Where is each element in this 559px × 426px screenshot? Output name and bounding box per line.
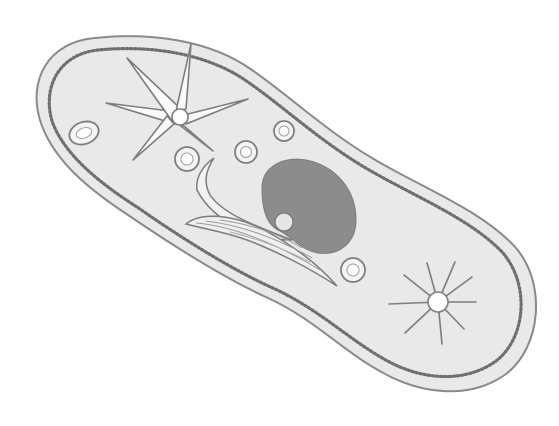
food-vacuole <box>274 121 294 141</box>
contractile-vacuole-core <box>428 292 448 312</box>
micronucleus <box>275 213 293 231</box>
contractile-vacuole-core <box>172 109 188 125</box>
food-vacuole <box>235 141 257 163</box>
food-vacuole <box>175 147 199 171</box>
food-vacuole <box>341 258 365 282</box>
